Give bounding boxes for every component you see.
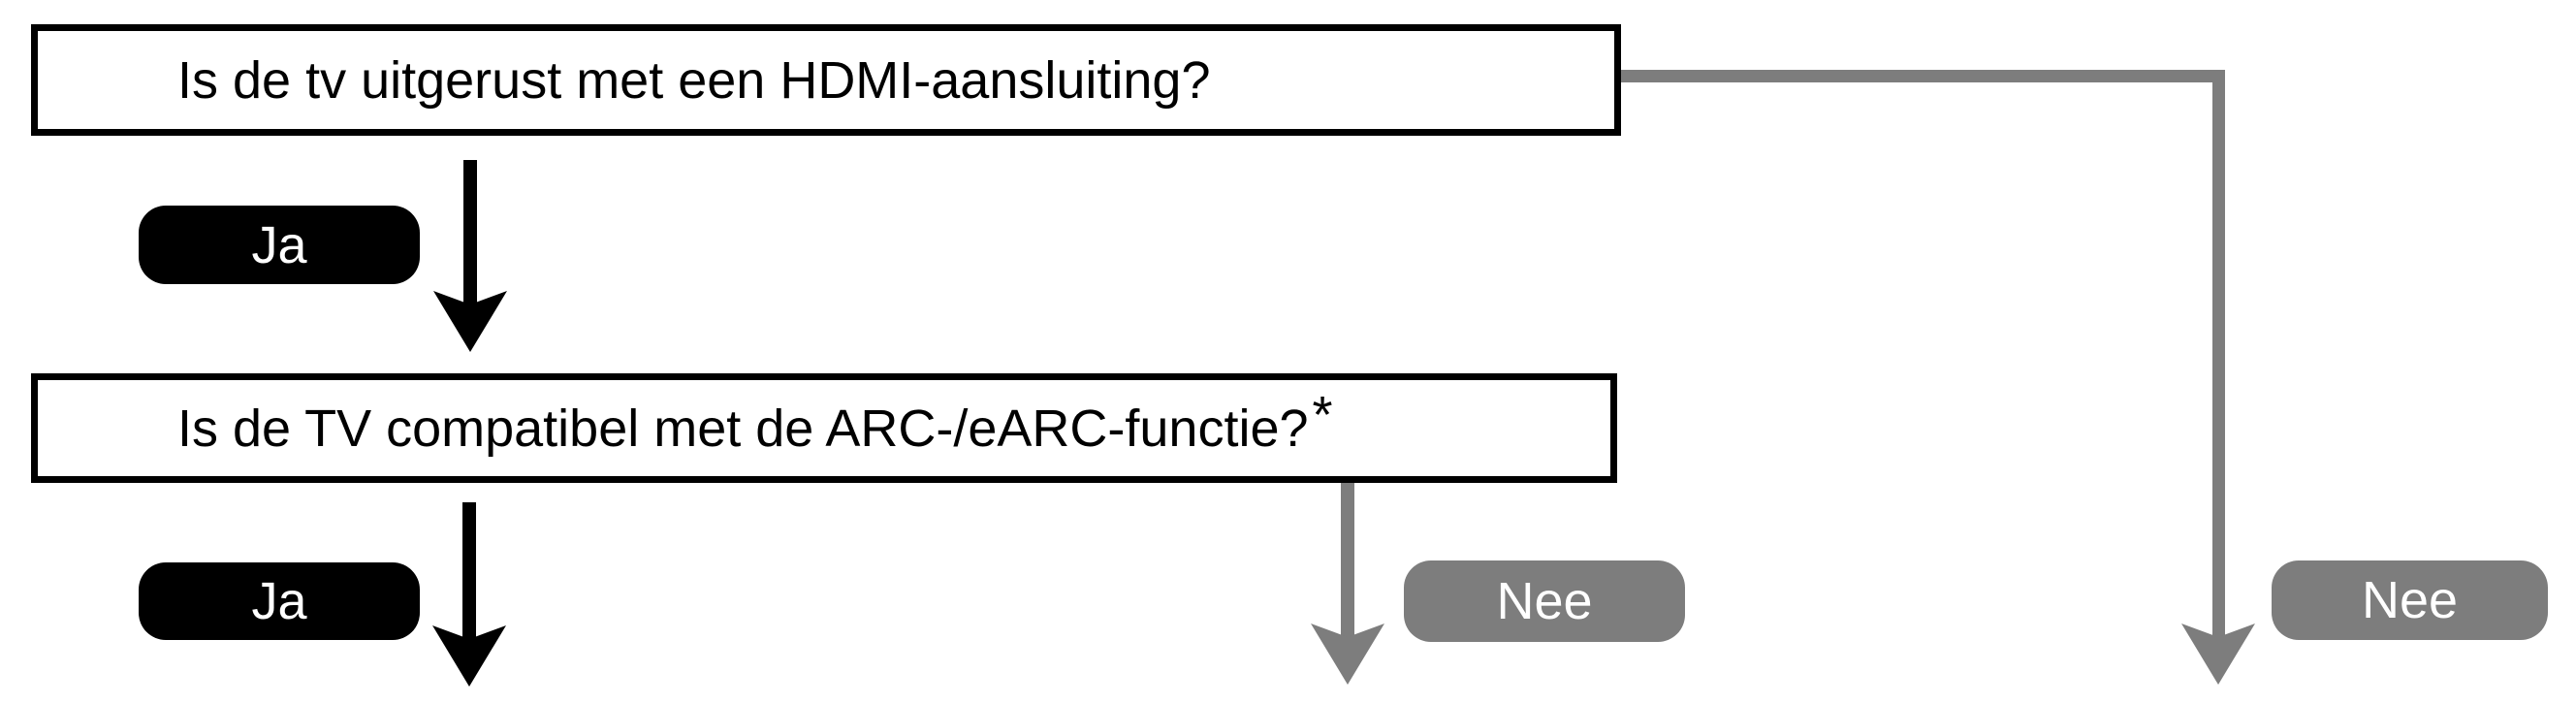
question-box-hdmi: Is de tv uitgerust met een HDMI-aansluit… — [31, 24, 1621, 136]
question-text-hdmi: Is de tv uitgerust met een HDMI-aansluit… — [177, 50, 1211, 110]
footnote-asterisk: * — [1312, 385, 1333, 444]
arrow-down-icon — [2181, 624, 2255, 685]
yes-badge-1: Ja — [139, 206, 420, 284]
yes-badge-1-label: Ja — [251, 215, 307, 274]
no-badge-2: Nee — [2272, 560, 2548, 640]
no-connector-line-vertical — [2212, 70, 2225, 637]
arrow-down-icon — [432, 625, 506, 687]
yes-connector-line-2 — [462, 502, 476, 639]
no-connector-line-horizontal — [1621, 70, 2225, 82]
no-connector-line-1 — [1341, 483, 1354, 637]
yes-badge-2-label: Ja — [251, 572, 307, 630]
question-box-arc: Is de TV compatibel met de ARC-/eARC-fun… — [31, 373, 1617, 483]
arrow-down-icon — [433, 291, 507, 352]
yes-badge-2: Ja — [139, 562, 420, 640]
no-badge-1-label: Nee — [1496, 572, 1593, 630]
question-text-arc: Is de TV compatibel met de ARC-/eARC-fun… — [177, 399, 1309, 458]
no-badge-1: Nee — [1404, 560, 1685, 642]
arrow-down-icon — [1311, 624, 1384, 685]
no-badge-2-label: Nee — [2361, 571, 2459, 629]
yes-connector-line-1 — [463, 160, 477, 304]
